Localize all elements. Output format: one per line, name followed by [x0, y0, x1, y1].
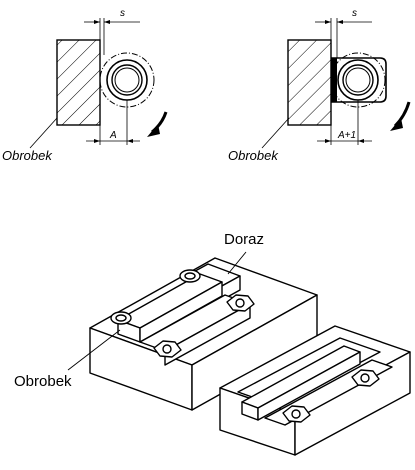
bushing-inner: [342, 64, 374, 96]
iso-right-assembly: [219, 325, 411, 456]
bushing-inner: [111, 64, 143, 96]
workpiece-label: Obrobek: [228, 148, 279, 163]
stop-label: Doraz: [224, 231, 264, 248]
workpiece-label: Obrobek: [14, 373, 72, 390]
workpiece-section: [287, 39, 332, 126]
leader-workpiece: [29, 117, 58, 149]
eccentric-path: [330, 52, 386, 108]
dim-a-plus-1-label: A+1: [337, 130, 356, 141]
leader-workpiece: [261, 117, 290, 149]
leader-workpiece: [67, 329, 121, 371]
stop-body: [331, 57, 387, 103]
detail-top-left: [29, 18, 168, 149]
eccentric-path: [99, 52, 155, 108]
workpiece-label: Obrobek: [2, 148, 53, 163]
bushing-bore: [345, 67, 371, 93]
bushing-outer: [337, 59, 379, 101]
bushing-outer: [106, 59, 148, 101]
iso-left-assembly: [89, 257, 318, 411]
bushing-bore: [114, 67, 140, 93]
dim-a-label: A: [109, 130, 117, 141]
workpiece-section: [56, 39, 101, 126]
dim-s-label: s: [352, 8, 357, 19]
detail-top-right: [261, 18, 411, 149]
dim-s-label: s: [120, 8, 125, 19]
rotation-arrow-icon: [393, 101, 411, 128]
leader-stop: [227, 251, 247, 275]
